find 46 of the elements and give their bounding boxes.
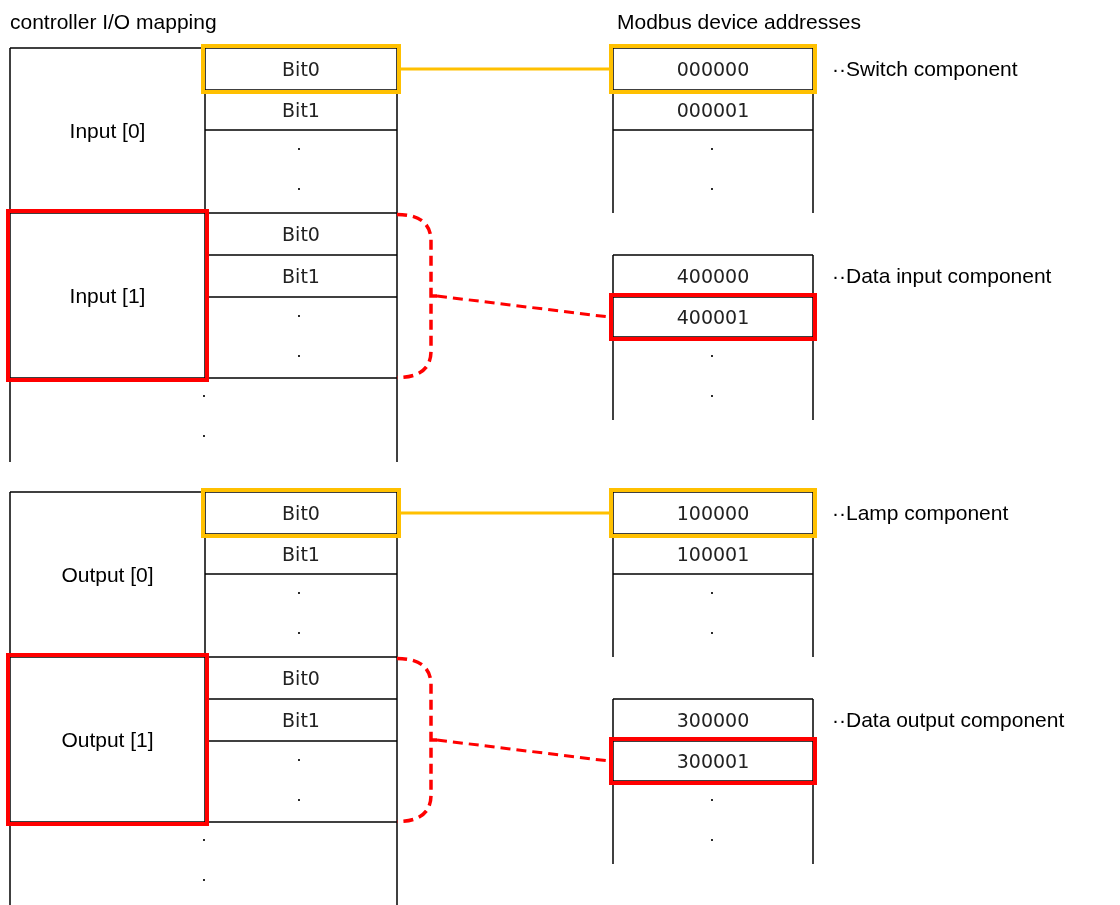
component-note: ··Data input component (832, 264, 1052, 288)
highlighted-group-label: Input [1] (6, 209, 209, 382)
curly-brace (397, 214, 437, 378)
ellipsis-dot: · (296, 621, 302, 644)
ellipsis-dot: · (296, 304, 302, 327)
highlighted-cell: 400001 (609, 293, 817, 341)
highlighted-group-label: Output [1] (6, 653, 209, 826)
ellipsis-dot: · (201, 828, 207, 851)
ellipsis-dot: · (296, 581, 302, 604)
address-cell: 300000 (613, 699, 813, 741)
address-cell: 400000 (613, 255, 813, 297)
component-note: ··Data output component (832, 708, 1065, 732)
ellipsis-dot: · (296, 137, 302, 160)
column-heading: Modbus device addresses (617, 10, 861, 34)
bit-cell: Bit1 (205, 534, 397, 574)
ellipsis-dot: · (201, 868, 207, 891)
ellipsis-dot: · (709, 177, 715, 200)
ellipsis-dot: · (296, 748, 302, 771)
column-heading: controller I/O mapping (10, 10, 217, 34)
connector-line (401, 511, 609, 515)
ellipsis-dot: · (709, 828, 715, 851)
address-cell: 100001 (613, 534, 813, 574)
ellipsis-dot: · (709, 788, 715, 811)
ellipsis-dot: · (296, 344, 302, 367)
highlighted-cell: 100000 (609, 488, 817, 538)
component-note: ··Lamp component (832, 501, 1009, 525)
ellipsis-dot: · (709, 137, 715, 160)
address-cell: 000001 (613, 90, 813, 130)
ellipsis-dot: · (709, 344, 715, 367)
highlighted-cell: 300001 (609, 737, 817, 785)
ellipsis-dot: · (201, 384, 207, 407)
ellipsis-dot: · (709, 621, 715, 644)
ellipsis-dot: · (709, 384, 715, 407)
connector-line (401, 67, 609, 71)
highlighted-cell: Bit0 (201, 44, 401, 94)
highlighted-cell: 000000 (609, 44, 817, 94)
curly-brace (397, 658, 437, 822)
ellipsis-dot: · (296, 177, 302, 200)
ellipsis-dot: · (201, 424, 207, 447)
bit-cell: Bit1 (205, 255, 397, 297)
highlighted-cell: Bit0 (201, 488, 401, 538)
ellipsis-dot: · (709, 581, 715, 604)
component-note: ··Switch component (832, 57, 1018, 81)
bit-cell: Bit1 (205, 699, 397, 741)
ellipsis-dot: · (296, 788, 302, 811)
bit-cell: Bit1 (205, 90, 397, 130)
